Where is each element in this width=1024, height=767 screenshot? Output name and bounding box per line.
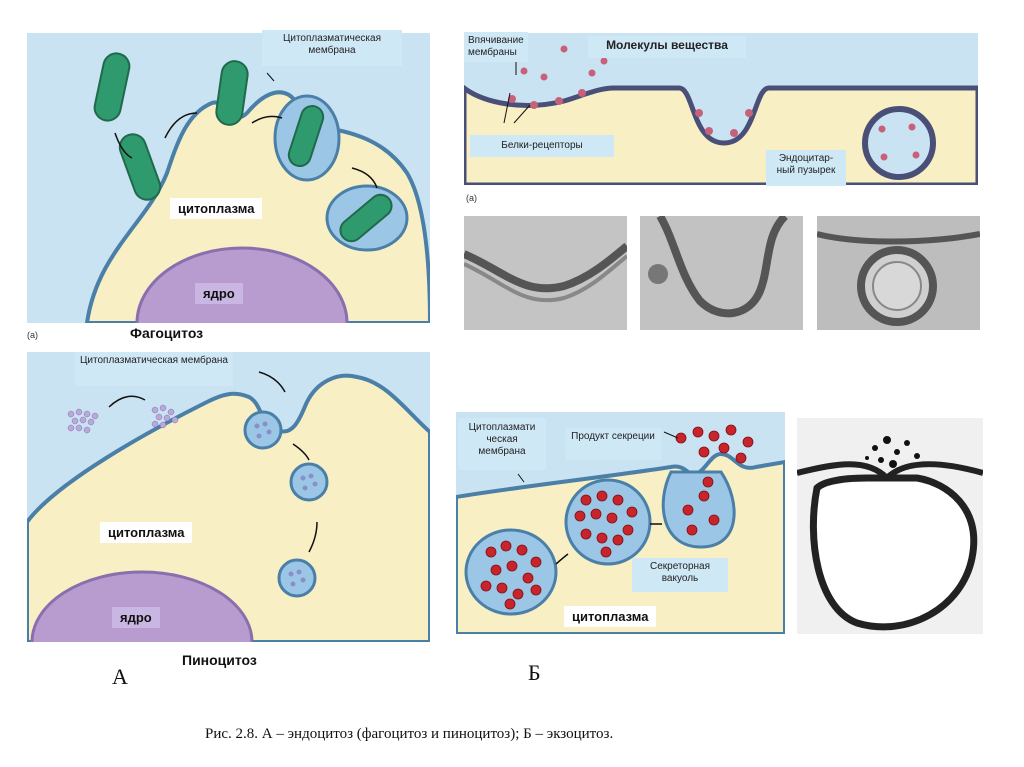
- secretion-granule-icon: [480, 424, 754, 610]
- secretion-product-label: Продукт секреции: [565, 428, 661, 460]
- phagocytosis-panel: [27, 33, 430, 323]
- pino-cytoplasm-label: цитоплазма: [100, 522, 193, 543]
- endocytic-vesicle-shape: [862, 106, 936, 180]
- exo-membrane-label: Цитоплазмати ческая мембрана: [458, 418, 546, 470]
- pinocytosis-panel: [27, 352, 430, 642]
- phago-nucleus-label: ядро: [195, 283, 243, 304]
- endocytic-vesicle-label: Эндоцитар-ный пузырек: [766, 150, 846, 186]
- receptor-proteins-label: Белки-рецепторы: [470, 135, 614, 157]
- phago-panel-tag: (a): [27, 330, 38, 340]
- bacterium-icon: [215, 60, 249, 126]
- bacterium-icon: [118, 133, 162, 201]
- phagocytosis-illustration: [84, 52, 430, 323]
- pinocytic-vesicle-shape: [289, 462, 329, 502]
- secretory-vacuole-fusing-shape: [661, 470, 736, 549]
- letter-b: Б: [528, 660, 541, 685]
- invagination-label: Впячивание мембраны: [464, 32, 528, 62]
- molecule-cluster-icon: [67, 408, 99, 434]
- phago-membrane-label: Цитоплазматическая мембрана: [262, 30, 402, 66]
- figure-caption: Рис. 2.8. А – эндоцитоз (фагоцитоз и пин…: [205, 726, 614, 742]
- pinocytic-vesicle-shape: [243, 410, 283, 450]
- secretory-vacuole-label: Секреторная вакуоль: [632, 558, 728, 592]
- pino-title: Пиноцитоз: [182, 652, 257, 668]
- pinocytosis-illustration: [27, 371, 430, 642]
- letter-a: А: [112, 664, 128, 689]
- receptor-molecule-icon: [508, 45, 920, 161]
- micrograph-2: [640, 216, 803, 330]
- bacterium-icon: [287, 104, 325, 168]
- exocytosis-micrograph: [797, 418, 983, 634]
- molecule-cluster-icon: [151, 404, 179, 429]
- molecules-label: Молекулы вещества: [588, 36, 746, 58]
- phago-cytoplasm-label: цитоплазма: [170, 198, 263, 219]
- pino-nucleus-label: ядро: [112, 607, 160, 628]
- phago-title: Фагоцитоз: [130, 325, 204, 341]
- micrograph-3: [817, 216, 980, 330]
- exo-cytoplasm-label: цитоплазма: [564, 606, 657, 627]
- micrograph-1: [464, 216, 627, 330]
- pino-membrane-label: Цитоплазматическая мембрана: [75, 352, 233, 386]
- pinocytic-vesicle-shape: [277, 558, 317, 598]
- receptor-endocytosis-panel: [464, 33, 978, 185]
- receptor-endocytosis-illustration: [464, 45, 978, 185]
- receptor-panel-tag: (a): [466, 193, 477, 203]
- bacterium-icon: [93, 52, 131, 122]
- bacterium-icon: [339, 193, 393, 243]
